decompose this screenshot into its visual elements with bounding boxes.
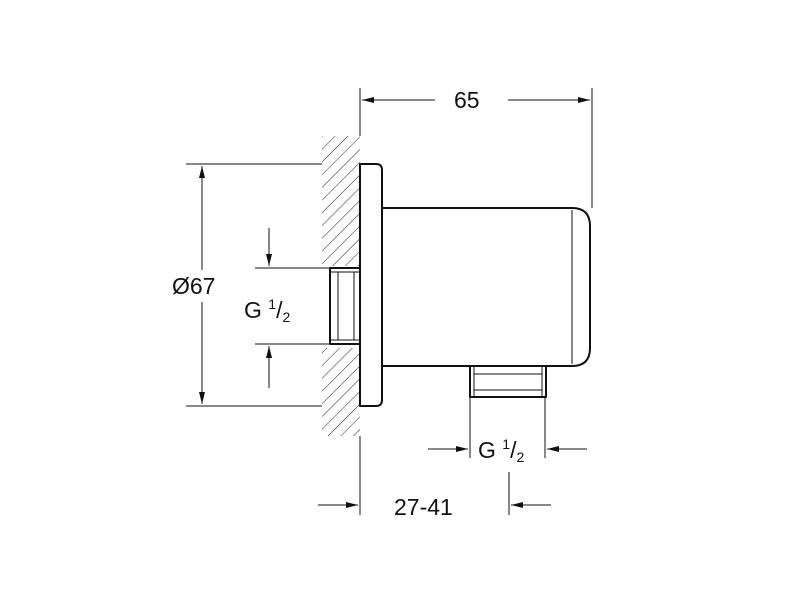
extension-lines bbox=[186, 88, 593, 515]
dim-width-label: 65 bbox=[454, 87, 480, 113]
dimension-lines bbox=[199, 97, 590, 508]
thread-inlet-denominator: 2 bbox=[282, 309, 291, 325]
dim-depth-label: 27-41 bbox=[394, 494, 453, 520]
thread-outlet-denominator: 2 bbox=[516, 449, 525, 465]
thread-inlet-numerator: 1 bbox=[268, 296, 277, 312]
thread-outlet-label: G 1/2 bbox=[478, 437, 524, 464]
thread-inlet-slash: / bbox=[276, 297, 283, 323]
thread-inlet-letter: G bbox=[244, 297, 262, 323]
dim-diameter-label: Ø67 bbox=[172, 273, 216, 299]
outlet-thread-nipple bbox=[469, 365, 547, 398]
thread-outlet-slash: / bbox=[510, 437, 517, 463]
rosette-flange bbox=[359, 163, 383, 407]
inlet-thread-nipple bbox=[329, 267, 361, 345]
thread-outlet-letter: G bbox=[478, 437, 496, 463]
wall-outlet-part bbox=[329, 163, 591, 407]
thread-inlet-label: G 1/2 bbox=[244, 297, 290, 324]
thread-outlet-numerator: 1 bbox=[502, 436, 511, 452]
outlet-body bbox=[381, 207, 591, 367]
